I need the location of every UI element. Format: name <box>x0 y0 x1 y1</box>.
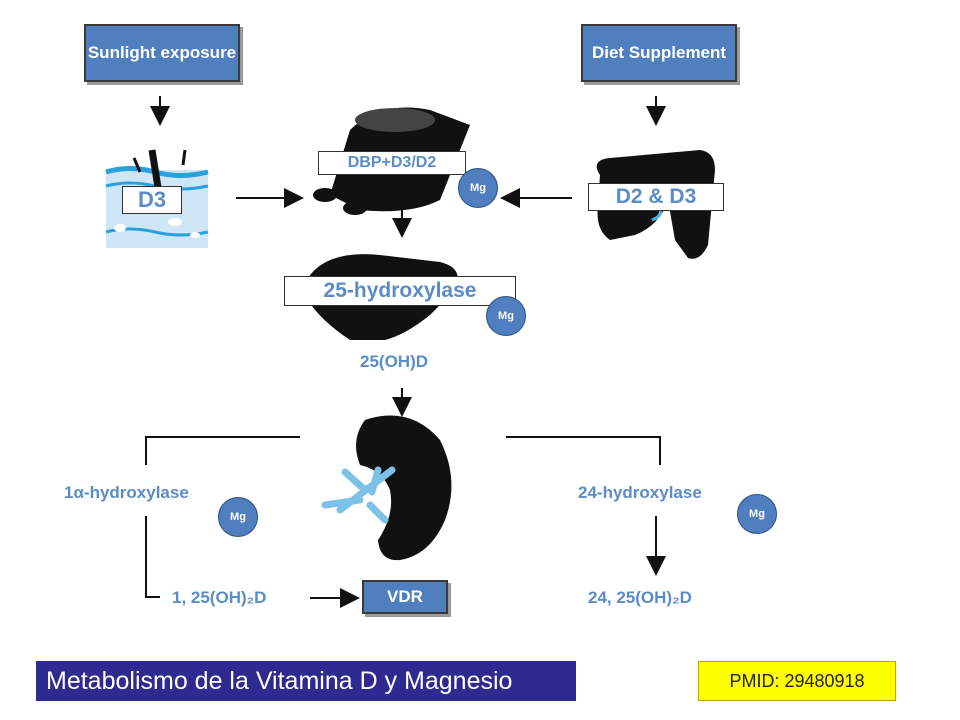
gut-d2-d3-label: D2 & D3 <box>588 183 724 211</box>
enzyme-1alpha-hydroxylase: 1α-hydroxylase <box>64 483 189 502</box>
diet-supplement-box: Diet Supplement <box>581 24 737 82</box>
footer-title: Metabolismo de la Vitamina D y Magnesio <box>36 661 576 701</box>
vdr-label: VDR <box>387 586 423 606</box>
mg-cofactor-24: Mg <box>737 494 777 534</box>
branch-left-bottom <box>145 516 160 598</box>
blood-dbp-label: DBP+D3/D2 <box>318 151 466 175</box>
liver-product-25ohd: 25(OH)D <box>360 352 429 371</box>
kidney-illustration <box>321 415 452 561</box>
mg-cofactor-liver: Mg <box>486 296 526 336</box>
product-24-25-oh2d: 24, 25(OH)₂D <box>588 588 692 607</box>
mg-cofactor-blood: Mg <box>458 168 498 208</box>
pmid-badge: PMID: 29480918 <box>698 661 896 701</box>
branch-left-top <box>145 436 300 465</box>
vdr-box: VDR <box>362 580 448 614</box>
skin-d3-label: D3 <box>122 186 182 214</box>
diet-supplement-label: Diet Supplement <box>591 42 727 62</box>
product-1-25-oh2d: 1, 25(OH)₂D <box>172 588 267 607</box>
liver-25-hydroxylase-label: 25-hydroxylase <box>284 276 516 306</box>
mg-cofactor-1alpha: Mg <box>218 497 258 537</box>
enzyme-24-hydroxylase: 24-hydroxylase <box>578 483 702 502</box>
branch-right-top <box>506 436 661 465</box>
sunlight-exposure-label: Sunlight exposure <box>87 42 237 62</box>
sunlight-exposure-box: Sunlight exposure <box>84 24 240 82</box>
